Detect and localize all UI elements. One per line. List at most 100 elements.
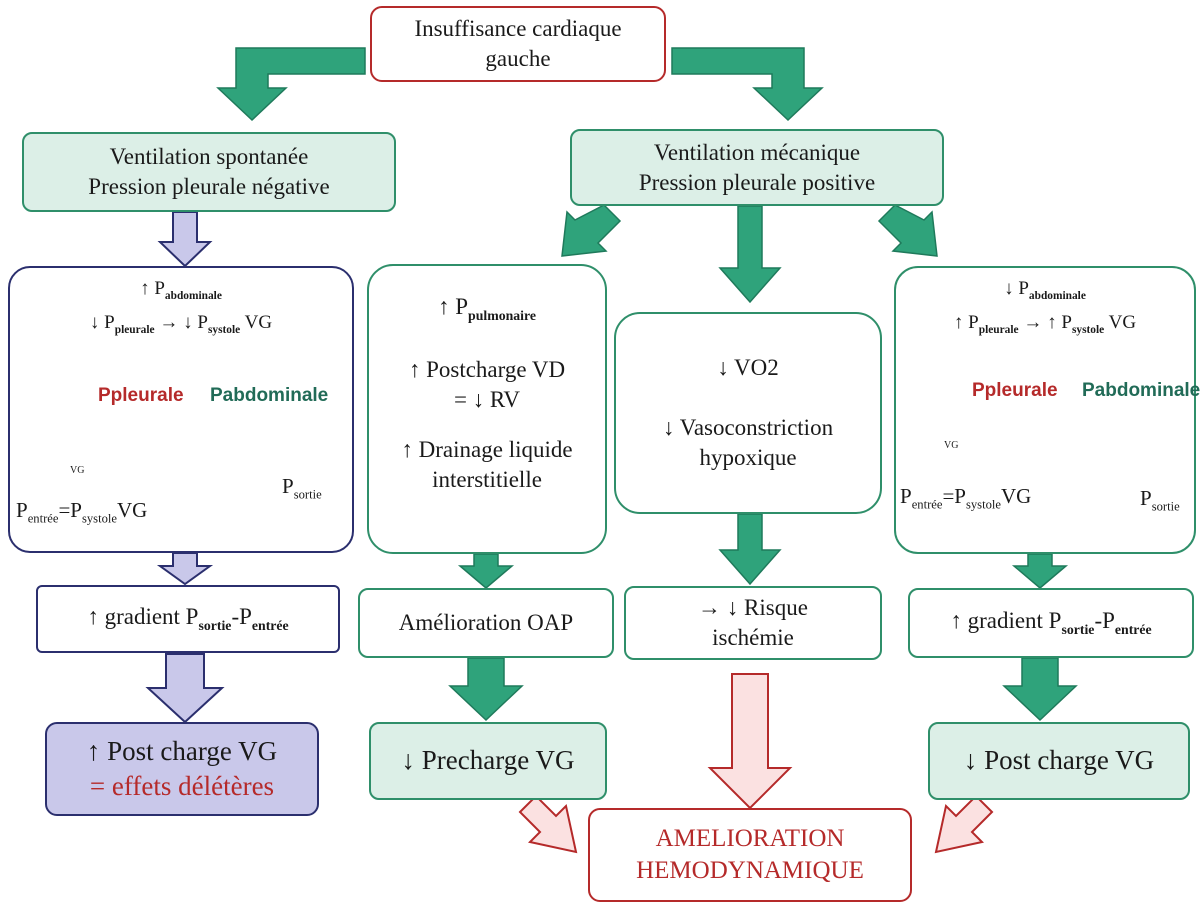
right-row2-sub2: systole [1071,324,1105,337]
left-gradient-text: ↑ gradient Psortie-Pentrée [87,602,288,635]
arrow-fan-left [561,204,622,257]
left-vg-label: VG [70,465,85,476]
right-mech-row1: ↓ Pabdominale [894,278,1196,302]
center-col1-box: ↑ Ppulmonaire ↑ Postcharge VD = ↓ RV ↑ D… [367,264,607,554]
arrow-c2-2 [707,673,793,810]
left-pentree-sub: entrée [27,511,59,526]
left-row2-end: VG [240,312,273,333]
c2-line2: ↓ Vasoconstriction [662,415,834,441]
right-row1-sub: abdominale [1028,290,1086,303]
arrow-left-1 [157,211,213,268]
center-col1-result-box: ↓ Precharge VG [369,722,607,800]
c1-result-text: ↓ Precharge VG [401,745,575,776]
left-row1-arrow: ↑ P [140,278,165,299]
left-pentree-sub2: systole [81,511,117,526]
right-gradient-sub2: entrée [1114,622,1152,638]
right-row2-end: VG [1104,312,1137,333]
c2-line3: hypoxique [699,444,797,470]
right-mech-row2: ↑ Ppleurale → ↑ Psystole VG [894,312,1196,336]
right-gradient-mid: -P [1094,608,1115,634]
right-pentree: Pentrée=PsystoleVG [900,484,1031,513]
left-result-box: ↑ Post charge VG = effets délétères [45,722,319,816]
top-box: Insuffisance cardiaque gauche [370,6,666,82]
right-row2-mid: → ↑ P [1018,312,1072,333]
left-row2-arrow: ↓ P [89,312,115,333]
center-header-box: Ventilation mécanique Pression pleurale … [570,129,944,206]
left-gradient-sub1: sortie [198,618,232,634]
center-col1-out-box: Amélioration OAP [358,588,614,658]
center-col2-box: ↓ VO2 ↓ Vasoconstriction hypoxique [614,312,882,514]
left-pentree-vg: VG [116,498,148,522]
arrow-c1-1 [457,553,515,589]
arrow-r-2 [1002,657,1078,722]
left-ppleurale-label: Ppleurale [98,385,184,406]
top-line2: gauche [485,46,551,71]
right-gradient-text: ↑ gradient Psortie-Pentrée [950,606,1151,639]
left-pentree-eq: =P [58,498,82,522]
arrow-red-right [934,794,994,854]
right-vg-label: VG [944,440,959,451]
left-result-line1: ↑ Post charge VG [86,735,278,766]
c2-line1: ↓ VO2 [717,355,779,381]
left-mech-row2: ↓ Ppleurale → ↓ Psystole VG [8,312,354,336]
right-psortie: Psortie [1140,486,1180,515]
right-result-box: ↓ Post charge VG [928,722,1190,800]
left-gradient-pre: ↑ gradient P [87,604,199,630]
arrow-fan-right [877,204,938,257]
final-line1: AMELIORATION [655,824,845,852]
c1-line1: ↑ Ppulmonaire [438,292,536,325]
left-gradient-mid: -P [231,604,252,630]
arrow-top-left [216,47,366,122]
arrow-c1-2 [448,657,524,722]
c2-out-line1: → ↓ Risque [698,595,808,621]
c1-line1-pre: ↑ P [437,294,469,319]
left-psortie: Psortie [282,474,322,503]
right-mechanism-box [894,266,1196,554]
right-ppleurale-label: Ppleurale [972,380,1058,401]
arrow-c2-1 [718,513,782,586]
final-box: AMELIORATION HEMODYNAMIQUE [588,808,912,902]
right-pabdominale-label: Pabdominale [1082,380,1200,401]
arrow-red-left [518,794,578,854]
left-row2-sub2: systole [207,324,241,337]
c1-line4: ↑ Drainage liquide [401,436,573,462]
left-row2-mid: → ↓ P [154,312,208,333]
right-pentree-eq: =P [942,484,966,508]
left-header-line1: Ventilation spontanée [109,144,309,170]
left-mechanism-box [8,266,354,553]
left-gradient-sub2: entrée [251,618,289,634]
arrow-left-2 [156,552,214,586]
left-gradient-box: ↑ gradient Psortie-Pentrée [36,585,340,653]
top-line1: Insuffisance cardiaque [414,16,622,42]
left-header-box: Ventilation spontanée Pression pleurale … [22,132,396,212]
center-header-line2: Pression pleurale positive [638,169,876,195]
right-pentree-vg: VG [1000,484,1032,508]
final-line2: HEMODYNAMIQUE [636,857,864,884]
left-pentree: Pentrée=PsystoleVG [16,498,147,527]
arrow-top-right [671,47,824,122]
center-header-line1: Ventilation mécanique [653,139,861,165]
right-psortie-p: P [1140,486,1152,510]
arrow-fan-center [718,205,782,304]
left-pentree-p: P [16,498,28,522]
right-gradient-sub1: sortie [1061,622,1095,638]
center-col2-out-box: → ↓ Risque ischémie [624,586,882,660]
right-gradient-pre: ↑ gradient P [950,608,1062,634]
right-row2-sub: pleurale [978,324,1019,337]
left-pabdominale-label: Pabdominale [210,385,329,406]
c1-line2: ↑ Postcharge VD [408,357,566,383]
arrow-r-1 [1011,553,1069,589]
left-psortie-sub: sortie [293,487,322,502]
right-psortie-sub: sortie [1151,499,1180,514]
right-gradient-box: ↑ gradient Psortie-Pentrée [908,588,1194,658]
c1-line3: = ↓ RV [453,387,521,413]
right-result-text: ↓ Post charge VG [963,745,1155,776]
c2-out-line2: ischémie [712,625,794,650]
c1-out-text: Amélioration OAP [398,610,574,636]
left-row2-sub: pleurale [114,324,155,337]
left-row1-sub: abdominale [164,290,222,303]
right-row1-arrow: ↓ P [1004,278,1029,299]
left-psortie-p: P [282,474,294,498]
left-result-line2: = effets délétères [89,771,275,801]
